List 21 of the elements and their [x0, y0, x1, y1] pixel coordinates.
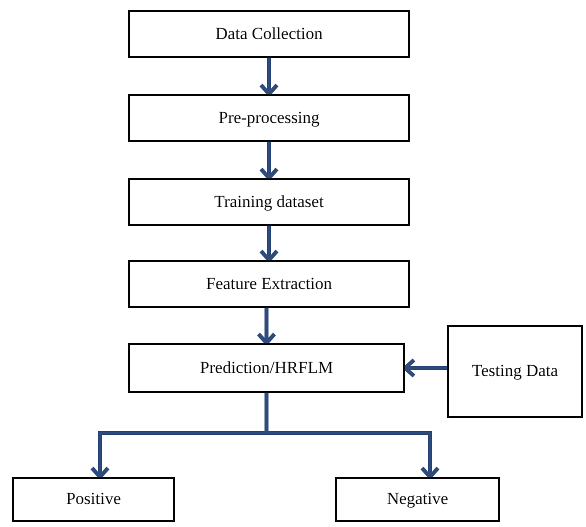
process-box	[447, 325, 583, 418]
box-label: Positive	[66, 488, 121, 510]
box-label: Pre-processing	[218, 106, 320, 129]
arrow	[403, 358, 447, 378]
arrow	[259, 58, 279, 96]
process-box	[128, 343, 405, 393]
arrow	[259, 142, 279, 180]
process-box	[128, 10, 410, 58]
box-label: Data Collection	[215, 22, 323, 45]
process-box	[12, 477, 175, 522]
box-label: Feature Extraction	[206, 272, 332, 295]
arrow	[256, 308, 276, 345]
box-label: Testing Data	[472, 360, 558, 382]
process-box	[335, 477, 500, 522]
process-box	[128, 94, 410, 142]
process-box	[128, 260, 410, 308]
box-label: Prediction/HRFLM	[200, 356, 334, 379]
box-label: Training dataset	[214, 190, 324, 213]
box-label: Negative	[386, 488, 448, 510]
arrow	[259, 226, 279, 262]
process-box	[128, 178, 410, 226]
